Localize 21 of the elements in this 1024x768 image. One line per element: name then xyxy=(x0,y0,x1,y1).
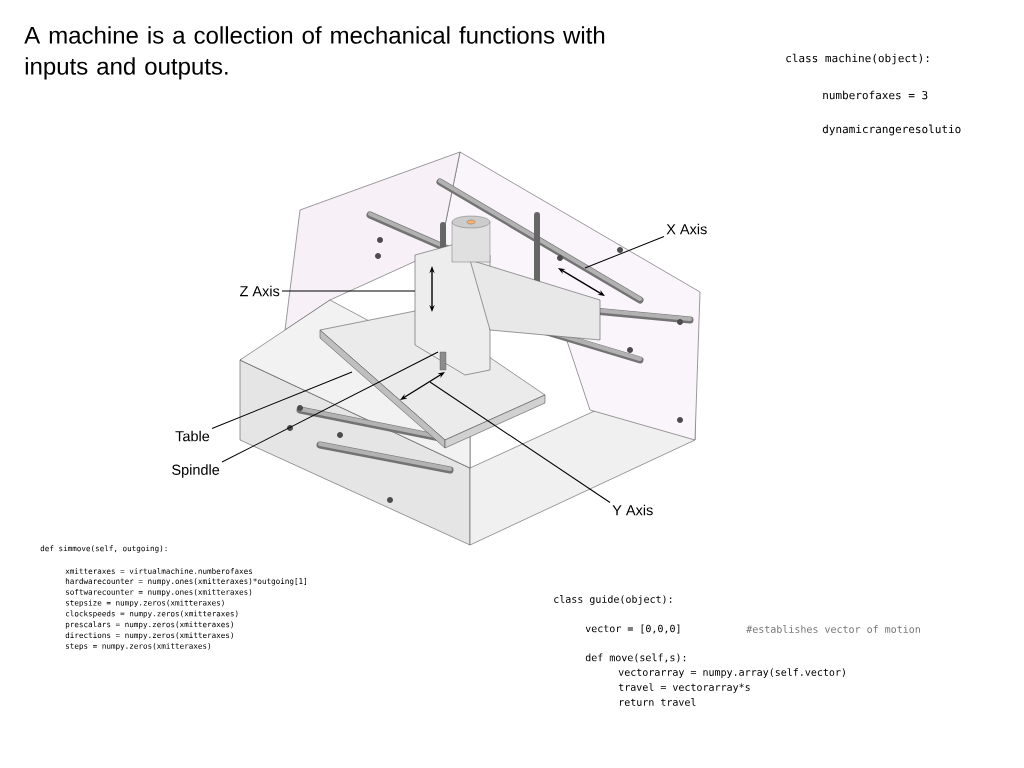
code-line: numberofaxes = 3 xyxy=(823,90,928,100)
code-line: def move(self,s): xyxy=(585,653,686,663)
code-line: #establishes vector of motion xyxy=(746,625,920,633)
leader-line xyxy=(429,381,611,503)
axis-label: Table xyxy=(175,430,210,442)
code-line: dynamicrangeresolutio xyxy=(822,124,961,136)
leader-line xyxy=(221,351,439,463)
code-line: class machine(object): xyxy=(786,53,929,65)
axis-label: Z Axis xyxy=(240,285,280,297)
code-line: travel = vectorarray*s xyxy=(618,683,750,693)
code-line: vector = [0,0,0] xyxy=(585,624,680,634)
axis-label: Y Axis xyxy=(612,504,653,516)
leader-line xyxy=(281,290,416,292)
code-line: class guide(object): xyxy=(554,595,672,605)
code-line: vectorarray = numpy.array(self.vector) xyxy=(618,668,845,678)
axis-label: Spindle xyxy=(172,464,220,478)
axis-label: X Axis xyxy=(666,223,707,235)
leader-line xyxy=(584,236,665,269)
leader-line xyxy=(211,371,353,429)
title: A machine is a collection of mechanical functions with inputs and outputs. xyxy=(24,26,605,80)
code-line: return travel xyxy=(620,698,696,706)
